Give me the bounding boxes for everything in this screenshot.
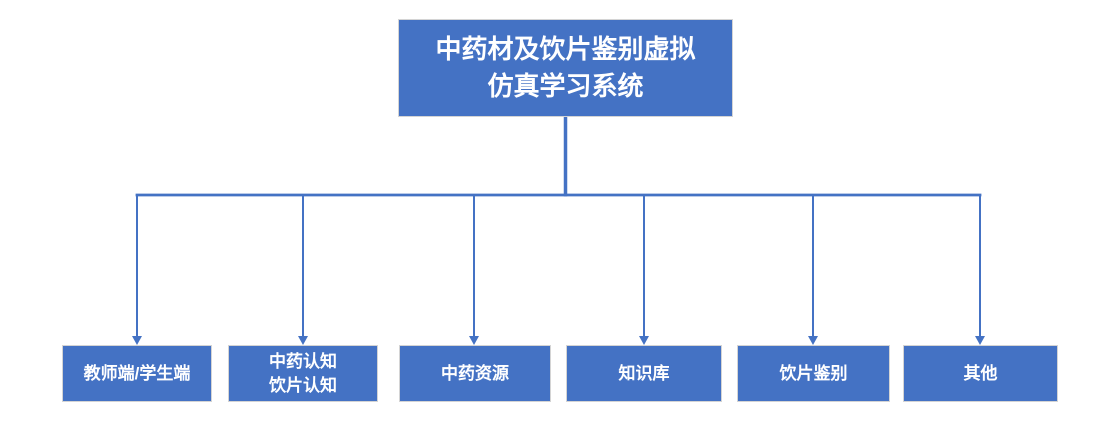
arrow-connector-2: [298, 195, 308, 345]
arrow-down-icon: [808, 336, 818, 345]
arrow-down-icon: [298, 336, 308, 345]
node-label: 中药资源: [441, 363, 509, 383]
child-node-other: 其他: [903, 345, 1058, 402]
child-node-teacher-student-portal: 教师端/学生端: [62, 345, 212, 402]
child-node-knowledge-base: 知识库: [566, 345, 722, 402]
node-label: 教师端/学生端: [83, 363, 191, 383]
arrow-connector-4: [639, 195, 649, 345]
arrow-down-icon: [639, 336, 649, 345]
arrow-down-icon: [469, 336, 479, 345]
child-node-herb-and-piece-cognition: 中药认知 饮片认知: [228, 345, 378, 402]
node-label: 其他: [963, 363, 998, 383]
arrow-down-icon: [132, 336, 142, 345]
node-label: 中药材及饮片鉴别虚拟 仿真学习系统: [435, 34, 696, 101]
node-label: 知识库: [618, 363, 670, 383]
arrow-connector-1: [132, 195, 142, 345]
root-node-system-title: 中药材及饮片鉴别虚拟 仿真学习系统: [398, 19, 733, 117]
arrow-down-icon: [975, 336, 985, 345]
node-label: 中药认知 饮片认知: [269, 351, 337, 395]
arrow-connector-3: [469, 195, 479, 345]
node-label: 饮片鉴别: [779, 363, 848, 383]
child-node-herb-resources: 中药资源: [399, 345, 551, 402]
arrow-connector-5: [808, 195, 818, 345]
arrow-connector-6: [975, 195, 985, 345]
child-node-piece-identification: 饮片鉴别: [737, 345, 890, 402]
